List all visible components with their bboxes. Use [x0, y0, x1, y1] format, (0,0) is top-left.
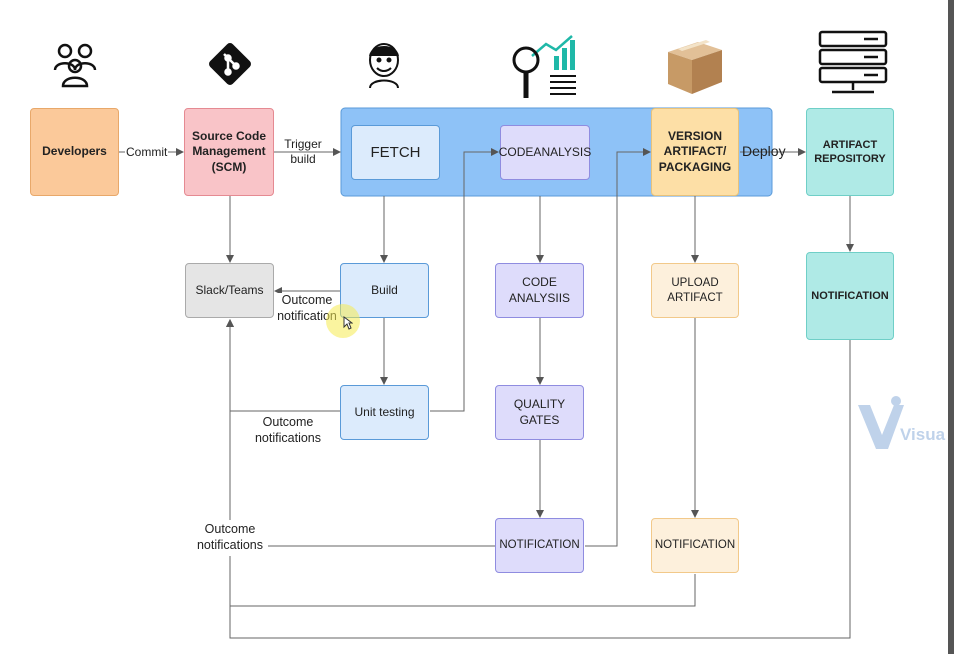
scrollbar[interactable] — [948, 0, 954, 654]
repo-notification-node: NOTIFICATION — [806, 252, 894, 340]
edge-uploadnotif-slack — [229, 556, 696, 607]
watermark-text: Visua — [900, 425, 946, 444]
qa-notification-node: NOTIFICATION — [495, 518, 584, 573]
jenkins-icon — [362, 40, 406, 90]
unit-testing-node: Unit testing — [340, 385, 429, 440]
quality-gates-node: QUALITY GATES — [495, 385, 584, 440]
artifact-repository-node: ARTIFACT REPOSITORY — [806, 108, 894, 196]
scm-node: Source Code Management (SCM) — [184, 108, 274, 196]
developers-node: Developers — [30, 108, 119, 196]
cursor-highlight — [326, 304, 360, 338]
codeanalysis-stage-node: CODEANALYSIS — [499, 125, 591, 180]
server-icon — [818, 30, 888, 98]
edge-label-outcome-unit: Outcome notifications — [254, 415, 321, 445]
fetch-node: FETCH — [351, 125, 440, 180]
code-analysis-node: CODE ANALYSIIS — [495, 263, 584, 318]
edge-notif-version — [585, 148, 651, 547]
version-packaging-node: VERSION ARTIFACT/ PACKAGING — [651, 108, 739, 196]
edge-unit-slack — [226, 319, 340, 412]
edge-unit-codeanalysis — [430, 148, 499, 412]
edge-reponotif-slack — [229, 340, 851, 639]
users-icon — [52, 40, 98, 88]
edge-label-commit: Commit — [125, 145, 169, 160]
mouse-cursor-icon — [343, 316, 354, 335]
watermark-logo: Visua — [856, 395, 954, 455]
edge-label-trigger: Trigger build — [284, 137, 322, 166]
package-box-icon — [664, 36, 726, 98]
edge-label-outcome-build: Outcome notification — [274, 293, 340, 325]
edge-label-deploy: Deploy — [742, 143, 786, 159]
upload-notification-node: NOTIFICATION — [651, 518, 739, 573]
git-icon — [206, 40, 254, 88]
slack-teams-node: Slack/Teams — [185, 263, 274, 318]
edge-label-outcome-left: Outcome notifications — [192, 522, 268, 554]
upload-artifact-node: UPLOAD ARTIFACT — [651, 263, 739, 318]
code-analysis-icon — [510, 32, 580, 100]
